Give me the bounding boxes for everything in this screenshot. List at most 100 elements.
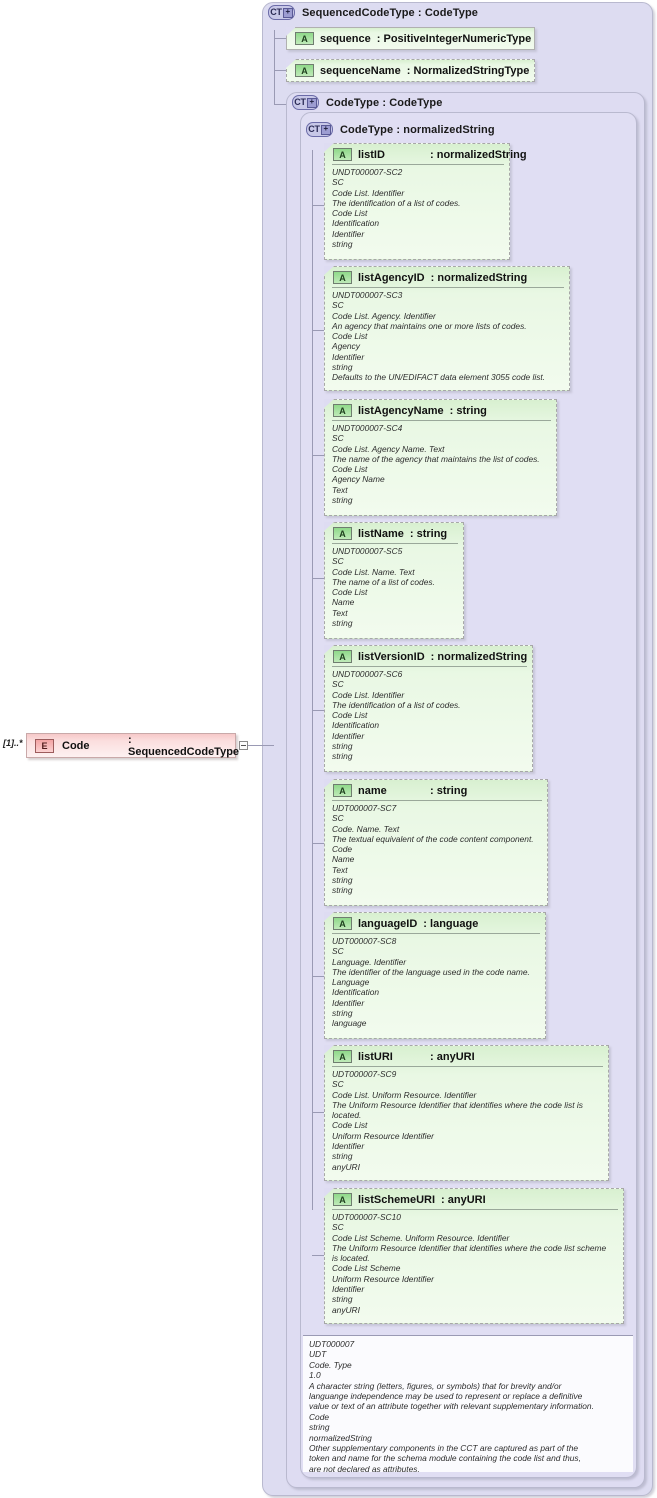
doc-line: string [332, 362, 353, 373]
attribute-listversionid[interactable]: A listVersionID : normalizedString UNDT0… [324, 645, 533, 772]
complex-type-icon[interactable]: CT+ [306, 122, 333, 137]
attribute-listid-name: listID [358, 148, 385, 161]
doc-line: SC [332, 177, 344, 188]
attribute-icon: A [295, 32, 314, 45]
doc-line: UNDT000007-SC4 [332, 423, 403, 433]
complex-type-icon[interactable]: CT+ [268, 5, 295, 20]
doc-line: language [332, 1018, 367, 1029]
attribute-languageid[interactable]: A languageID : language UDT000007-SC8 SC… [324, 912, 546, 1039]
doc-line: Code. Type [309, 1359, 352, 1370]
doc-line: anyURI [332, 1161, 360, 1172]
complextype-header-codetype-codetype[interactable]: CT+ CodeType : CodeType [292, 95, 442, 110]
attribute-name[interactable]: A name : string UDT000007-SC7 SC Code. N… [324, 779, 548, 906]
attribute-listid-type: : normalizedString [430, 148, 527, 161]
doc-line: string [332, 1008, 353, 1019]
attribute-listversionid-header: A listVersionID : normalizedString [325, 646, 532, 666]
attribute-listname-name: listName [358, 527, 404, 540]
doc-line: Name [332, 597, 355, 608]
attribute-listagencyid[interactable]: A listAgencyID : normalizedString UNDT00… [324, 266, 570, 391]
attribute-sequence-header: A sequence : PositiveIntegerNumericType [287, 28, 534, 48]
attribute-listname[interactable]: A listName : string UNDT000007-SC5 SC Co… [324, 522, 464, 639]
doc-line: SC [332, 1079, 344, 1090]
complex-type-icon-label: CT [308, 124, 320, 134]
doc-line: Identifier [332, 228, 365, 239]
attribute-listschemeuri-name: listSchemeURI [358, 1193, 436, 1206]
doc-line: UNDT000007-SC6 [332, 669, 403, 679]
tree-line-h-listversionid [312, 710, 324, 711]
attribute-icon: A [333, 784, 352, 797]
doc-line: Code. Name. Text [332, 823, 400, 834]
doc-line: UDT000007-SC8 [332, 936, 397, 946]
complextype-title-codetype-normalizedstring: CodeType : normalizedString [340, 123, 495, 136]
complextype-header-sequencedcodetype[interactable]: CT+ SequencedCodeType : CodeType [268, 5, 478, 20]
doc-line: The Uniform Resource Identifier that ide… [332, 1242, 607, 1253]
tree-line-h-listagencyid [312, 330, 324, 331]
attribute-languageid-header: A languageID : language [325, 913, 545, 933]
attribute-listuri-type: : anyURI [430, 1050, 475, 1063]
attribute-languageid-name: languageID [358, 917, 418, 930]
attribute-languageid-doc: UDT000007-SC8 SC Language. Identifier Th… [332, 933, 540, 1033]
doc-line: Language. Identifier [332, 956, 407, 967]
doc-line: Code List. Agency Name. Text [332, 443, 445, 454]
element-code[interactable]: E Code : SequencedCodeType [26, 733, 239, 758]
attribute-listuri-header: A listURI : anyURI [325, 1046, 608, 1066]
doc-line: SC [332, 1222, 344, 1233]
attribute-icon: A [333, 148, 352, 161]
attribute-listagencyname-doc: UNDT000007-SC4 SC Code List. Agency Name… [332, 420, 551, 509]
tree-line-h-listid [312, 205, 324, 206]
attribute-name-type: : string [430, 784, 468, 797]
doc-line: token and name for the schema module con… [309, 1453, 581, 1464]
doc-line: Code List. Agency. Identifier [332, 310, 436, 321]
doc-line: Agency [332, 341, 360, 352]
attribute-listversionid-type: : normalizedString [430, 650, 528, 663]
doc-line: languange independence may be used to re… [309, 1391, 583, 1402]
doc-line: Identifier [332, 1284, 365, 1295]
doc-line: Uniform Resource Identifier [332, 1130, 434, 1141]
attribute-sequence[interactable]: A sequence : PositiveIntegerNumericType [286, 27, 535, 50]
doc-line: is located. [332, 1253, 370, 1264]
doc-line: Code List Scheme [332, 1263, 401, 1274]
doc-line: The Uniform Resource Identifier that ide… [332, 1099, 583, 1110]
doc-line: Code List. Uniform Resource. Identifier [332, 1089, 477, 1100]
doc-line: The identification of a list of codes. [332, 699, 461, 710]
expand-plus-icon[interactable]: + [320, 124, 331, 135]
doc-line: string [332, 741, 353, 752]
expand-plus-icon[interactable]: + [306, 97, 317, 108]
doc-line: anyURI [332, 1304, 360, 1315]
collapse-toggle-code[interactable] [239, 741, 248, 750]
complex-type-icon-label: CT [270, 7, 282, 17]
doc-line: Identification [332, 720, 380, 731]
attribute-sequencename[interactable]: A sequenceName : NormalizedStringType [286, 59, 535, 82]
attribute-listschemeuri[interactable]: A listSchemeURI : anyURI UDT000007-SC10 … [324, 1188, 624, 1324]
doc-line: UDT000007-SC7 [332, 803, 397, 813]
attribute-icon: A [333, 917, 352, 930]
attribute-sequencename-header: A sequenceName : NormalizedStringType [287, 60, 534, 80]
doc-line: Code List [332, 587, 368, 598]
doc-line: Text [332, 484, 348, 495]
attribute-listname-type: : string [409, 527, 448, 540]
attribute-listid[interactable]: A listID : normalizedString UNDT000007-S… [324, 143, 527, 260]
complex-type-icon-label: CT [294, 97, 306, 107]
attribute-icon: A [333, 404, 352, 417]
attribute-listname-doc: UNDT000007-SC5 SC Code List. Name. Text … [332, 543, 458, 632]
attribute-listagencyname-type: : string [449, 404, 487, 417]
tree-line-vertical-attributes [312, 150, 313, 1210]
attribute-name-header: A name : string [325, 780, 547, 800]
expand-plus-icon[interactable]: + [282, 7, 293, 18]
attribute-listname-header: A listName : string [325, 523, 463, 543]
attribute-listuri-name: listURI [358, 1050, 393, 1063]
complex-type-icon[interactable]: CT+ [292, 95, 319, 110]
doc-line: A character string (letters, figures, or… [309, 1380, 562, 1391]
doc-line: Code List. Identifier [332, 187, 405, 198]
attribute-listuri[interactable]: A listURI : anyURI UDT000007-SC9 SC Code… [324, 1045, 609, 1181]
complextype-header-codetype-normalizedstring[interactable]: CT+ CodeType : normalizedString [306, 122, 495, 137]
doc-line: The textual equivalent of the code conte… [332, 833, 534, 844]
doc-line: Code List. Identifier [332, 689, 405, 700]
doc-line: normalizedString [309, 1432, 372, 1443]
doc-line: Identification [332, 987, 380, 998]
attribute-listschemeuri-doc: UDT000007-SC10 SC Code List Scheme. Unif… [332, 1209, 618, 1319]
doc-line: UNDT000007-SC3 [332, 290, 403, 300]
attribute-listagencyname[interactable]: A listAgencyName : string UNDT000007-SC4… [324, 399, 557, 516]
doc-line: located. [332, 1110, 362, 1121]
